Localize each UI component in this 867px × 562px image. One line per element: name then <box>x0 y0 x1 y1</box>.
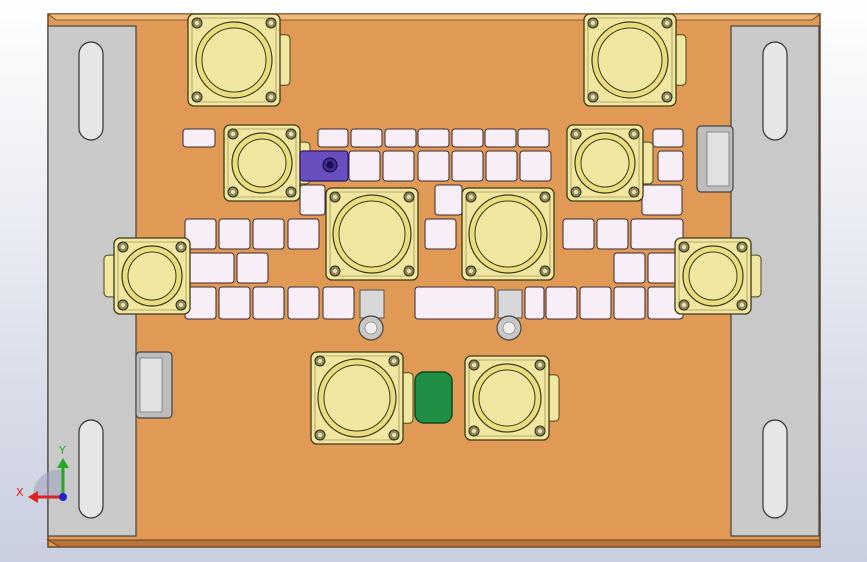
cavity-cell <box>579 286 612 320</box>
cavity-cell <box>182 128 216 148</box>
cavity-cell <box>424 218 457 250</box>
cylinder-clamp <box>674 237 762 315</box>
right-clamp-block <box>696 125 734 193</box>
base-plate-bottom-edge <box>46 539 821 548</box>
cavity-cell <box>484 128 517 148</box>
cavity-cell <box>451 128 484 148</box>
cavity-cell <box>434 184 463 216</box>
right-rail-slot-bottom <box>762 419 788 519</box>
cavity-cell <box>417 150 450 182</box>
triad-z-axis <box>59 493 67 501</box>
cavity-cell <box>322 286 355 320</box>
cavity-cell <box>287 286 320 320</box>
ball-fitting-left <box>358 289 385 341</box>
triad-x-label: X <box>16 486 24 499</box>
cavity-cell <box>451 150 484 182</box>
cavity-cell <box>519 150 552 182</box>
cavity-cell <box>545 286 578 320</box>
cavity-cell <box>414 286 496 320</box>
cavity-grid <box>182 128 684 320</box>
cavity-cell <box>252 286 285 320</box>
cylinder-clamp <box>583 13 687 107</box>
cavity-cell <box>613 252 646 284</box>
cavity-cell <box>596 218 629 250</box>
cavity-cell <box>218 286 251 320</box>
cavity-cell <box>236 252 269 284</box>
cavity-cell <box>485 150 518 182</box>
cavity-cell <box>517 128 550 148</box>
cylinder-clamp <box>461 187 555 281</box>
cavity-cell <box>218 218 251 250</box>
cavity-cell <box>299 184 326 216</box>
left-clamp-block <box>135 351 173 419</box>
cavity-cell <box>657 150 684 182</box>
left-rail-slot-bottom <box>78 419 104 519</box>
cylinder-clamp <box>325 187 419 281</box>
cavity-cell <box>641 184 683 216</box>
cavity-cell <box>524 286 545 320</box>
purple-locator-block <box>299 150 349 182</box>
cylinder-clamp <box>566 124 654 202</box>
cavity-cell <box>184 218 217 250</box>
green-pad <box>414 371 453 424</box>
cavity-cell <box>384 128 417 148</box>
cylinder-clamp <box>187 13 291 107</box>
cylinder-group <box>103 13 762 445</box>
cavity-cell <box>417 128 450 148</box>
ball-fitting-right <box>496 289 523 341</box>
cylinder-clamp <box>223 124 311 202</box>
cylinder-clamp <box>103 237 191 315</box>
cavity-cell <box>252 218 285 250</box>
cavity-cell <box>562 218 595 250</box>
cavity-cell <box>287 218 320 250</box>
triad-base-arc <box>32 469 63 497</box>
cavity-cell <box>348 150 381 182</box>
triad-y-label: Y <box>58 444 66 457</box>
cavity-cell <box>350 128 383 148</box>
left-rail-slot-top <box>78 41 104 141</box>
cavity-cell <box>613 286 646 320</box>
cavity-cell <box>382 150 415 182</box>
cavity-cell <box>317 128 349 148</box>
cavity-cell <box>652 128 684 148</box>
cylinder-clamp <box>464 355 560 441</box>
cavity-cell <box>184 252 235 284</box>
right-rail-slot-top <box>762 41 788 141</box>
coordinate-triad: X Y <box>16 444 69 503</box>
cylinder-clamp <box>310 351 414 445</box>
base-plate-top-edge <box>46 13 822 21</box>
cavity-cell <box>630 218 684 250</box>
